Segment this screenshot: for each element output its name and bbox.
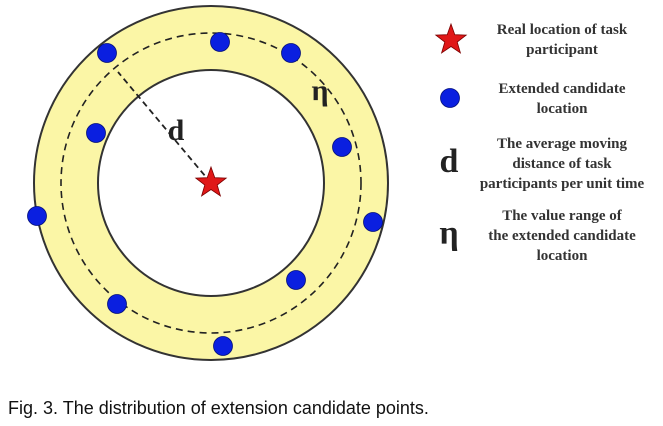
figure-caption: Fig. 3. The distribution of extension ca… [8,398,429,418]
distance-d-line [117,71,212,184]
candidate-point [97,43,117,63]
legend-line: Real location of task [496,22,628,38]
legend-line: The value range of [502,208,622,224]
legend-line: participants per unit time [479,176,645,192]
candidate-point [286,270,306,290]
candidate-point [210,32,230,52]
candidate-point [213,336,233,356]
legend-line: The average moving [497,136,627,152]
range-eta-label: η [311,74,328,107]
legend-line: location [536,248,588,264]
legend-line: participant [526,42,598,58]
legend-blue-dot-icon [440,88,460,108]
candidate-point [332,137,352,157]
legend-line: the extended candidate [488,228,636,244]
candidate-point [27,206,47,226]
legend-item-candidate: Extended candidate location [464,79,660,119]
candidate-points [27,32,383,356]
legend-item-participant: Real location of task participant [464,20,660,60]
task-participant-star-icon [194,165,228,197]
legend-eta-symbol: η [439,215,459,252]
legend-d-symbol: d [439,143,459,180]
distance-d-label: d [168,114,185,147]
legend-line: distance of task [512,156,612,172]
candidate-point [86,123,106,143]
candidate-dashed-ring [60,32,362,334]
legend-line: Extended candidate [498,81,626,97]
legend-item-range: The value range of the extended candidat… [464,206,660,266]
candidate-point [107,294,127,314]
candidate-point [363,212,383,232]
legend-star-icon [434,22,468,54]
legend-item-distance: The average moving distance of task part… [464,134,660,194]
legend-line: location [536,101,588,117]
candidate-point [281,43,301,63]
